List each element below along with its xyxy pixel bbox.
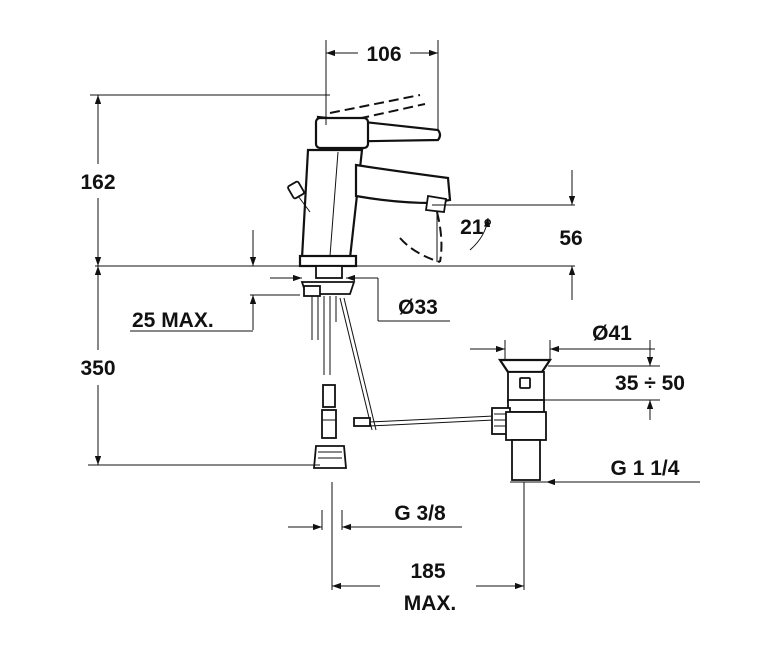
under-deck-assembly bbox=[300, 265, 495, 469]
dim-waste-thread: G 1 1/4 bbox=[611, 457, 680, 480]
faucet-body bbox=[287, 94, 452, 268]
dim-spout-reach: 106 bbox=[366, 43, 401, 66]
dim-waste-diameter: Ø41 bbox=[592, 322, 632, 345]
dim-supply-thread: G 3/8 bbox=[394, 502, 446, 525]
dim-deck-thickness: 25 MAX. bbox=[132, 309, 214, 332]
dim-hole-diameter: Ø33 bbox=[398, 296, 438, 319]
dim-spout-angle: 21° bbox=[460, 216, 492, 239]
dimension-lines bbox=[94, 49, 700, 590]
dim-waste-distance-note: MAX. bbox=[404, 592, 457, 615]
waste-assembly bbox=[491, 358, 553, 481]
dim-total-height: 162 bbox=[80, 171, 115, 194]
dim-waste-distance: 185 bbox=[410, 560, 445, 583]
dim-spout-height: 56 bbox=[559, 227, 582, 250]
dim-waste-range: 35 ÷ 50 bbox=[615, 372, 685, 395]
dim-tail-length: 350 bbox=[80, 357, 115, 380]
